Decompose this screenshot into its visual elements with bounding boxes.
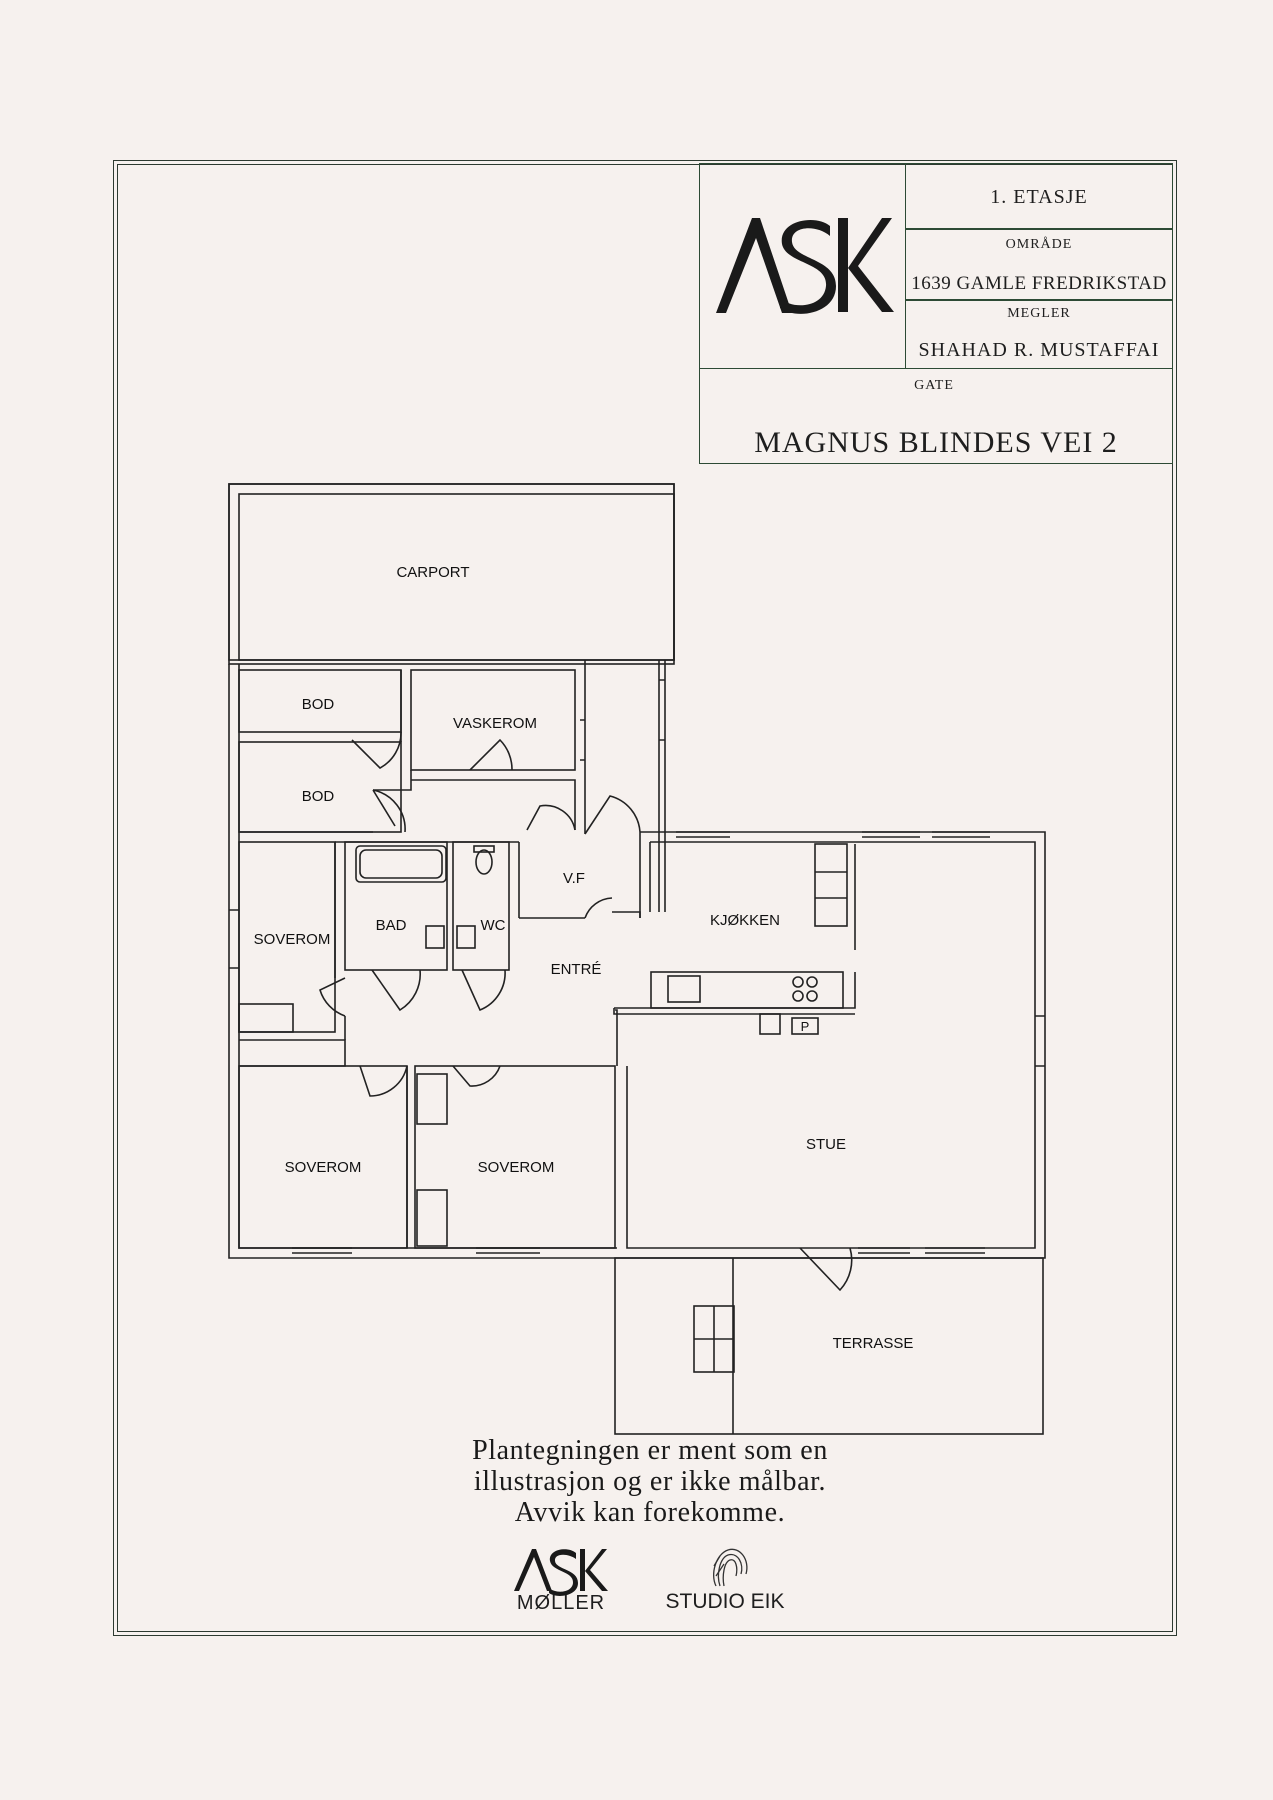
street-value: MAGNUS BLINDES VEI 2 — [754, 426, 1118, 459]
room-label-wc: WC — [481, 917, 506, 934]
disclaimer-line-3: Avvik kan forekomme. — [514, 1497, 786, 1528]
ask-moller-logo — [514, 1549, 608, 1596]
room-label-carport: CARPORT — [396, 564, 469, 581]
broker-value: SHAHAD R. MUSTAFFAI — [918, 339, 1160, 361]
kitchen-sink — [667, 975, 701, 1003]
carport-outline — [228, 483, 675, 665]
wc-sink — [456, 925, 476, 949]
room-label-terrasse: TERRASSE — [833, 1335, 914, 1352]
room-label-vf: V.F — [563, 870, 585, 887]
disclaimer: Plantegningen er ment som en illustrasjo… — [380, 1435, 920, 1528]
hob-ring — [792, 976, 804, 988]
room-label-vaskerom: VASKEROM — [453, 715, 537, 732]
page-frame-outer — [113, 160, 1177, 1636]
bad-sink — [425, 925, 445, 949]
broker-label: MEGLER — [1007, 306, 1071, 321]
ask-moller-name: MØLLER — [516, 1592, 606, 1614]
room-label-bod-2: BOD — [302, 788, 335, 805]
room-label-soverom-3: SOVEROM — [478, 1159, 555, 1176]
disclaimer-line-1: Plantegningen er ment som en — [472, 1435, 828, 1466]
studio-eik-name: STUDIO EIK — [665, 1590, 785, 1613]
studio-eik-emblem — [713, 1548, 748, 1587]
area-label: OMRÅDE — [1005, 237, 1073, 252]
room-label-kjokken: KJØKKEN — [710, 912, 780, 929]
title-block-street-cell — [699, 368, 1173, 464]
ask-logo — [716, 218, 894, 314]
room-label-bad: BAD — [376, 917, 407, 934]
room-label-stue: STUE — [806, 1136, 846, 1153]
bathtub — [355, 845, 447, 883]
room-label-soverom-1: SOVEROM — [254, 931, 331, 948]
room-label-bod-1: BOD — [302, 696, 335, 713]
title-block-area-cell — [905, 229, 1173, 300]
street-label: GATE — [914, 378, 954, 393]
area-value: 1639 GAMLE FREDRIKSTAD — [911, 273, 1167, 294]
room-label-entre: ENTRÉ — [551, 961, 602, 978]
terrasse-outline — [614, 1257, 1044, 1435]
title-block-floor-cell — [905, 163, 1173, 229]
floor-label: 1. ETASJE — [990, 186, 1088, 208]
disclaimer-line-2: illustrasjon og er ikke målbar. — [473, 1466, 827, 1497]
room-label-soverom-2: SOVEROM — [285, 1159, 362, 1176]
page-frame-inner — [117, 164, 1173, 1632]
parking-symbol: P — [801, 1019, 810, 1034]
toilet — [475, 849, 493, 875]
